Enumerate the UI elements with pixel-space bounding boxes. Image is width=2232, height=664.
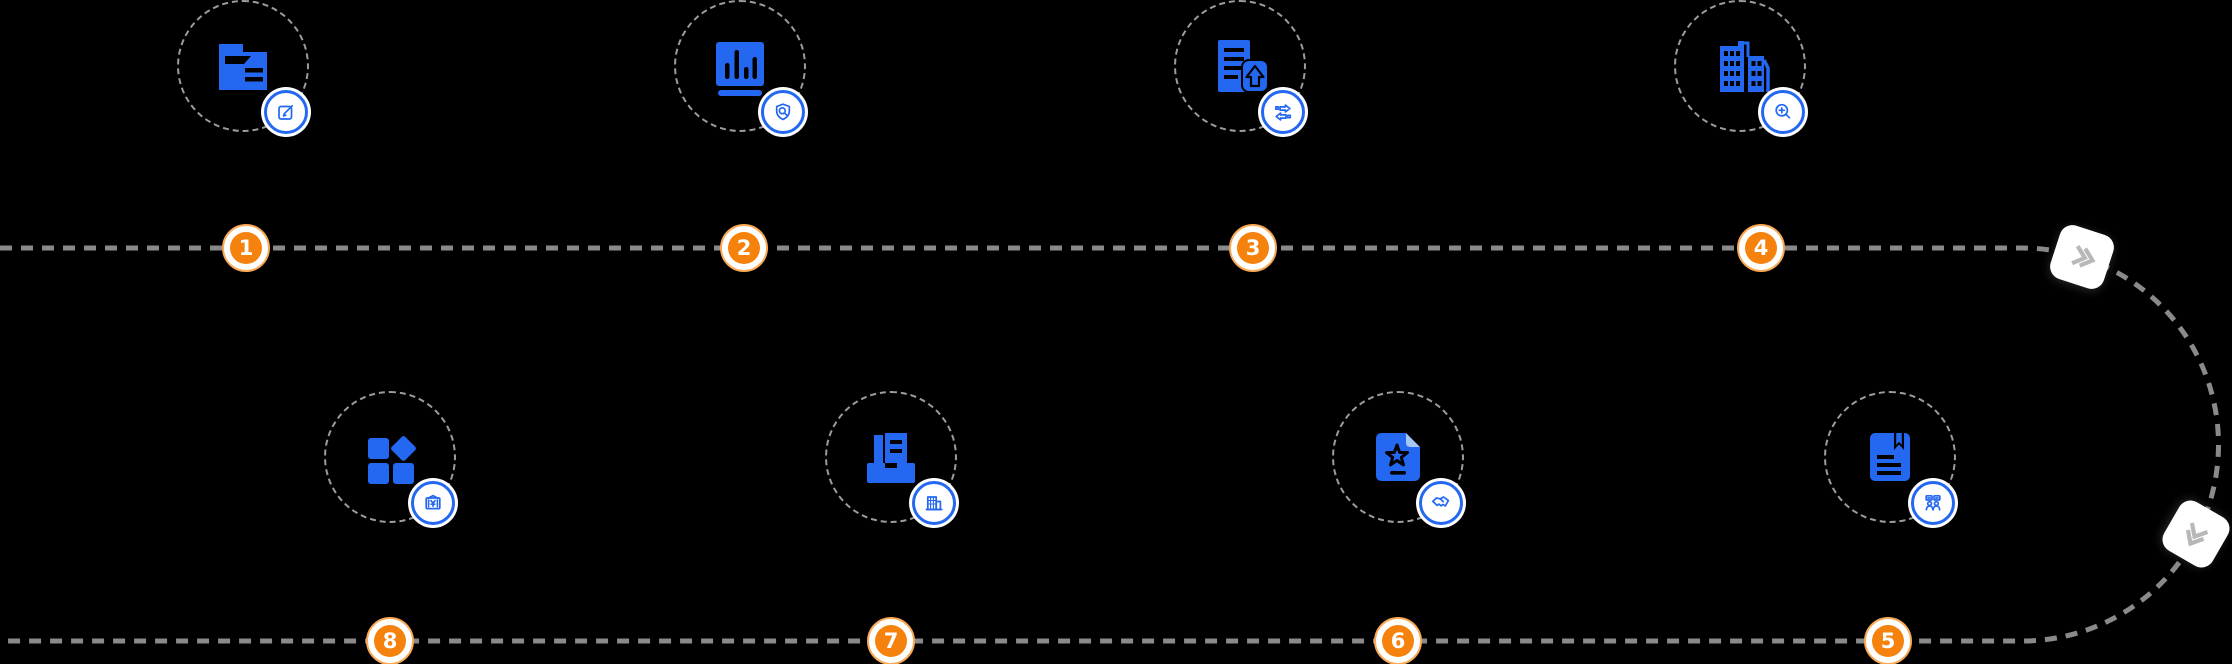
step-number-badge-6: 6 — [1374, 617, 1422, 664]
money-note-icon — [411, 481, 455, 525]
step-number: 5 — [1872, 625, 1904, 657]
components-grid-icon — [368, 436, 416, 484]
double-chevron-down-icon — [2157, 495, 2232, 573]
edit-icon — [264, 90, 308, 134]
step-5-icon-circle — [1824, 391, 1956, 525]
star-document-icon — [1376, 433, 1420, 481]
step-number: 2 — [728, 232, 760, 264]
building-icon — [912, 481, 956, 525]
step-2-icon-circle — [674, 0, 806, 134]
step-3-icon-circle — [1174, 0, 1306, 134]
step-4-icon-circle — [1674, 0, 1806, 134]
zoom-in-icon — [1761, 90, 1805, 134]
step-number: 4 — [1745, 232, 1777, 264]
step-number: 6 — [1382, 625, 1414, 657]
step-number: 1 — [230, 232, 262, 264]
step-number-badge-1: 1 — [222, 224, 270, 272]
step-number-badge-7: 7 — [867, 617, 915, 664]
transfer-arrows-icon — [1261, 90, 1305, 134]
book-bookmark-icon — [1870, 433, 1910, 481]
bar-chart-board-icon — [716, 42, 764, 96]
step-number-badge-5: 5 — [1864, 617, 1912, 664]
step-number-badge-4: 4 — [1737, 224, 1785, 272]
step-number: 3 — [1237, 232, 1269, 264]
step-number-badge-3: 3 — [1229, 224, 1277, 272]
step-1-icon-circle — [177, 0, 309, 134]
document-upload-icon — [1218, 40, 1269, 93]
step-8-icon-circle — [324, 391, 456, 525]
handshake-icon — [1419, 481, 1463, 525]
step-number: 8 — [374, 625, 406, 657]
step-number-badge-2: 2 — [720, 224, 768, 272]
team-discussion-icon — [1911, 481, 1955, 525]
archive-drawer-icon — [867, 433, 915, 483]
folder-document-icon — [219, 44, 267, 90]
shield-search-icon — [761, 90, 805, 134]
step-7-icon-circle — [825, 391, 957, 525]
double-chevron-forward-icon — [2046, 221, 2118, 293]
buildings-icon — [1720, 41, 1770, 92]
step-6-icon-circle — [1332, 391, 1464, 525]
step-number-badge-8: 8 — [366, 617, 414, 664]
step-number: 7 — [875, 625, 907, 657]
